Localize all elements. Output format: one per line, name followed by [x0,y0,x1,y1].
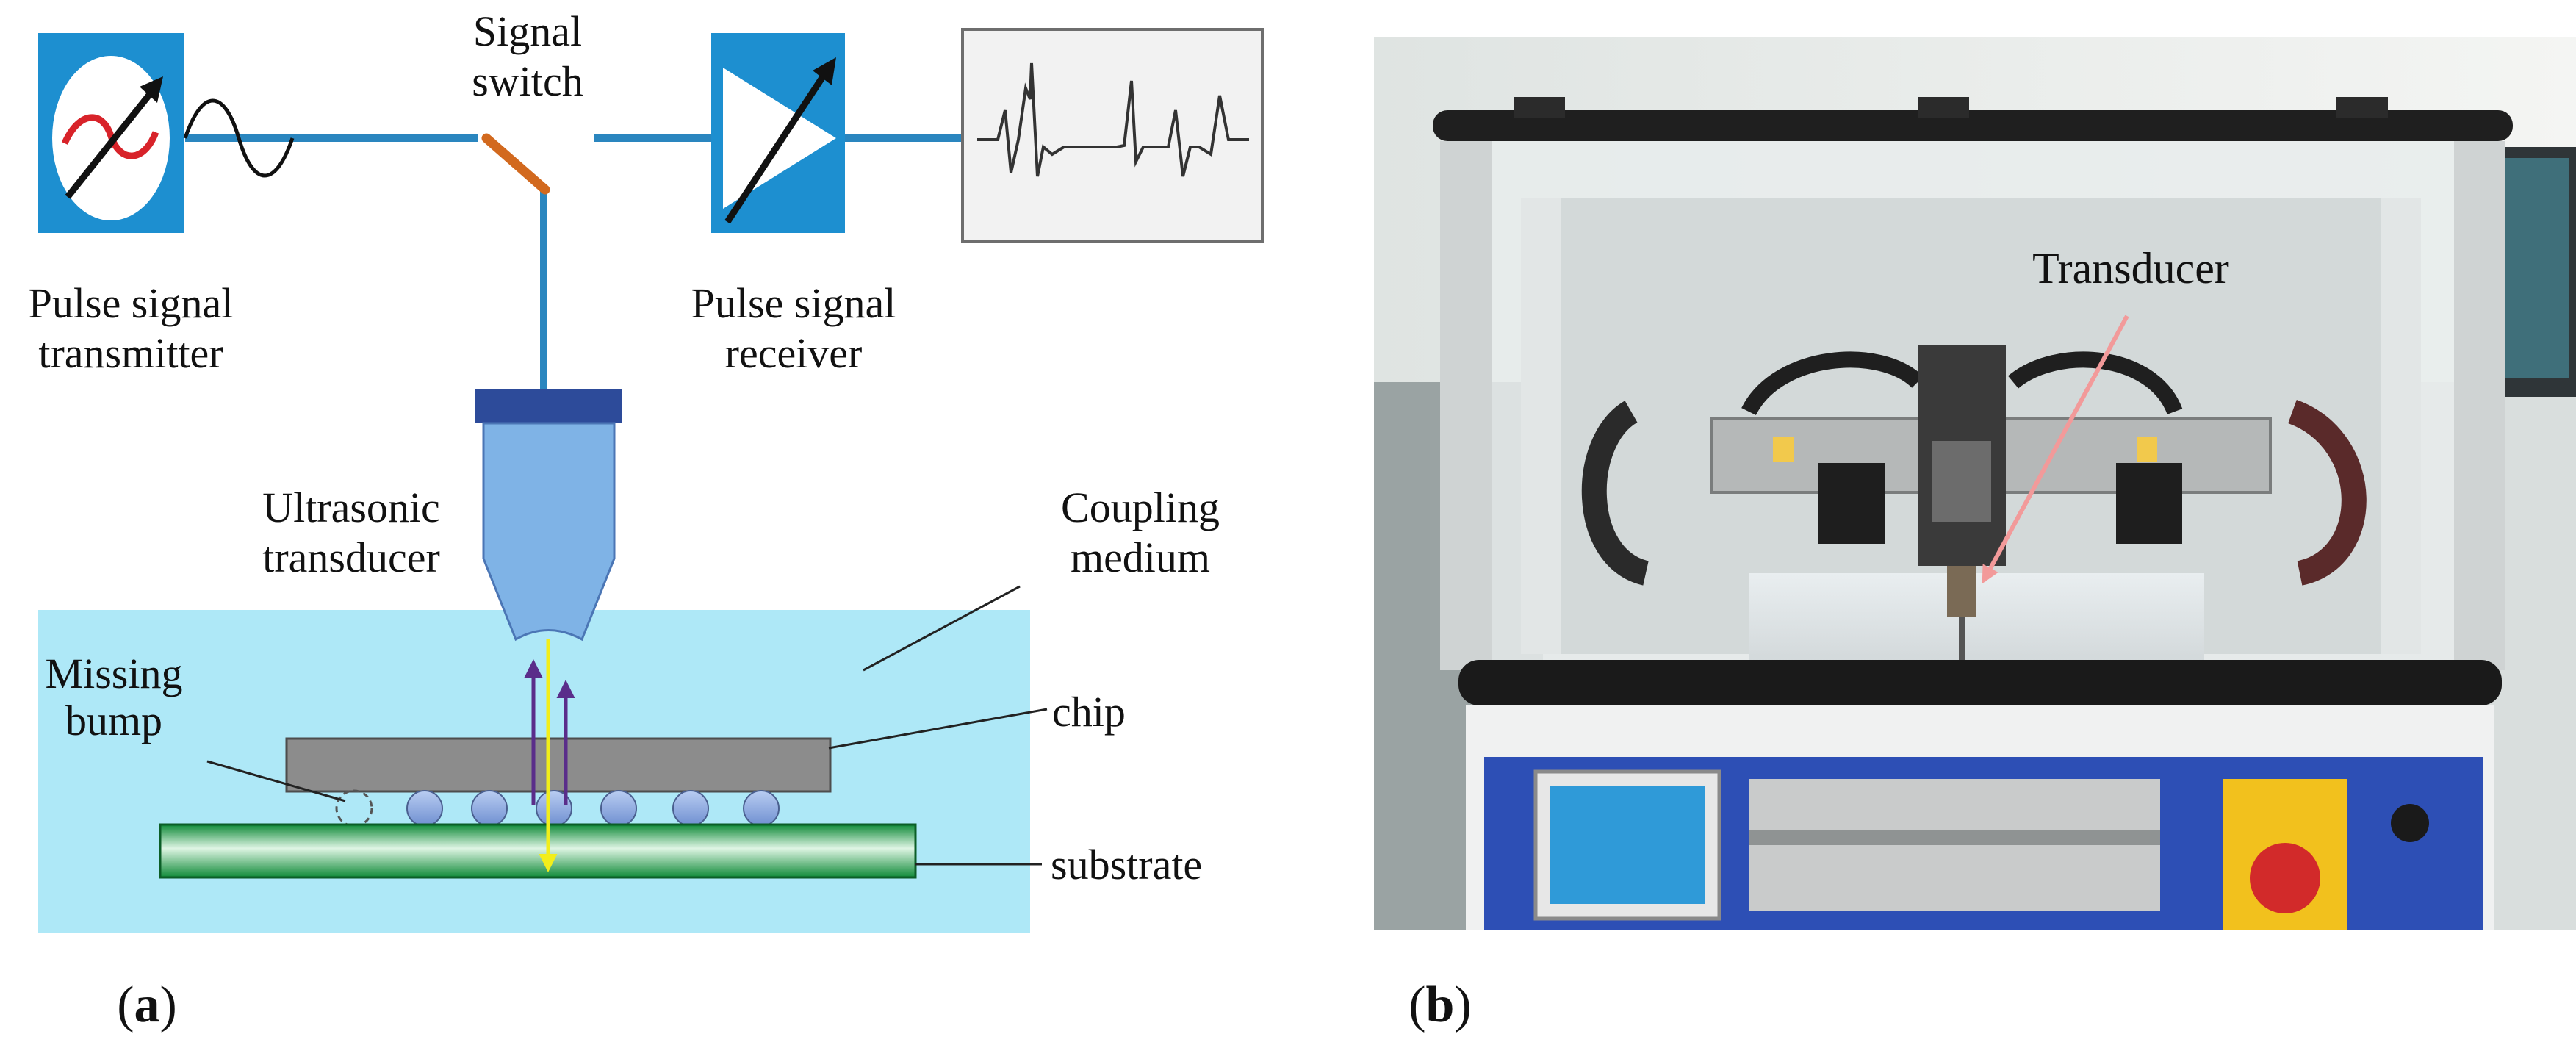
red-wave-icon [61,114,159,159]
missing-bump-label-2: bump [65,697,162,744]
bump [600,790,637,827]
coupling-medium-label-1: Coupling [1061,484,1220,531]
chip [285,737,832,793]
transducer-probe [1947,566,1976,617]
panel-b-photo: Transducer (b) [1374,37,2576,1033]
chip-label: chip [1052,688,1126,736]
substrate-label: substrate [1051,841,1202,888]
waveform-trace [977,62,1249,177]
gain-arrow-icon [65,85,159,199]
signal-switch-label-2: switch [472,57,583,105]
leader-chip [828,708,1048,750]
bump [743,790,780,827]
leader-missing-bump [206,760,346,802]
emergency-stop-button [2250,843,2320,913]
ultrasonic-transducer-label-2: transducer [262,534,440,581]
panel-a-label: (a) [117,977,177,1033]
bump [672,790,709,827]
ultrasonic-transducer [475,389,622,642]
coupling-medium-label-2: medium [1071,534,1210,581]
key-switch [2391,804,2429,842]
gain-arrow-icon-receiver [724,65,832,224]
pulse-receiver-label-2: receiver [725,329,863,377]
bump [406,790,443,827]
panel-b-label: (b) [1408,977,1472,1033]
transducer-label: Transducer [2032,244,2229,292]
pulse-receiver-label-1: Pulse signal [691,279,896,327]
signal-switch [481,133,550,195]
substrate [159,823,917,879]
missing-bump-label-1: Missing [46,650,183,697]
pulse-transmitter-label-2: transmitter [38,329,223,377]
leader-coupling-medium [863,585,1021,672]
pulse-transmitter-box [38,33,184,233]
panel-a-schematic: Pulse signal transmitter Signal switch P… [29,7,1264,1033]
ultrasonic-scanning-machine [1433,97,2513,930]
ultrasonic-transducer-label-1: Ultrasonic [262,484,440,531]
pulse-transmitter-label-1: Pulse signal [29,279,234,327]
signal-switch-label-1: Signal [473,7,582,55]
pulse-receiver-box [711,33,845,233]
bump [471,790,508,827]
control-touchscreen [1550,786,1705,904]
signal-display [961,28,1264,243]
transducer-pointer-arrow [1982,315,2129,584]
missing-bump-outline [335,789,373,827]
sine-wave-icon [183,98,295,178]
